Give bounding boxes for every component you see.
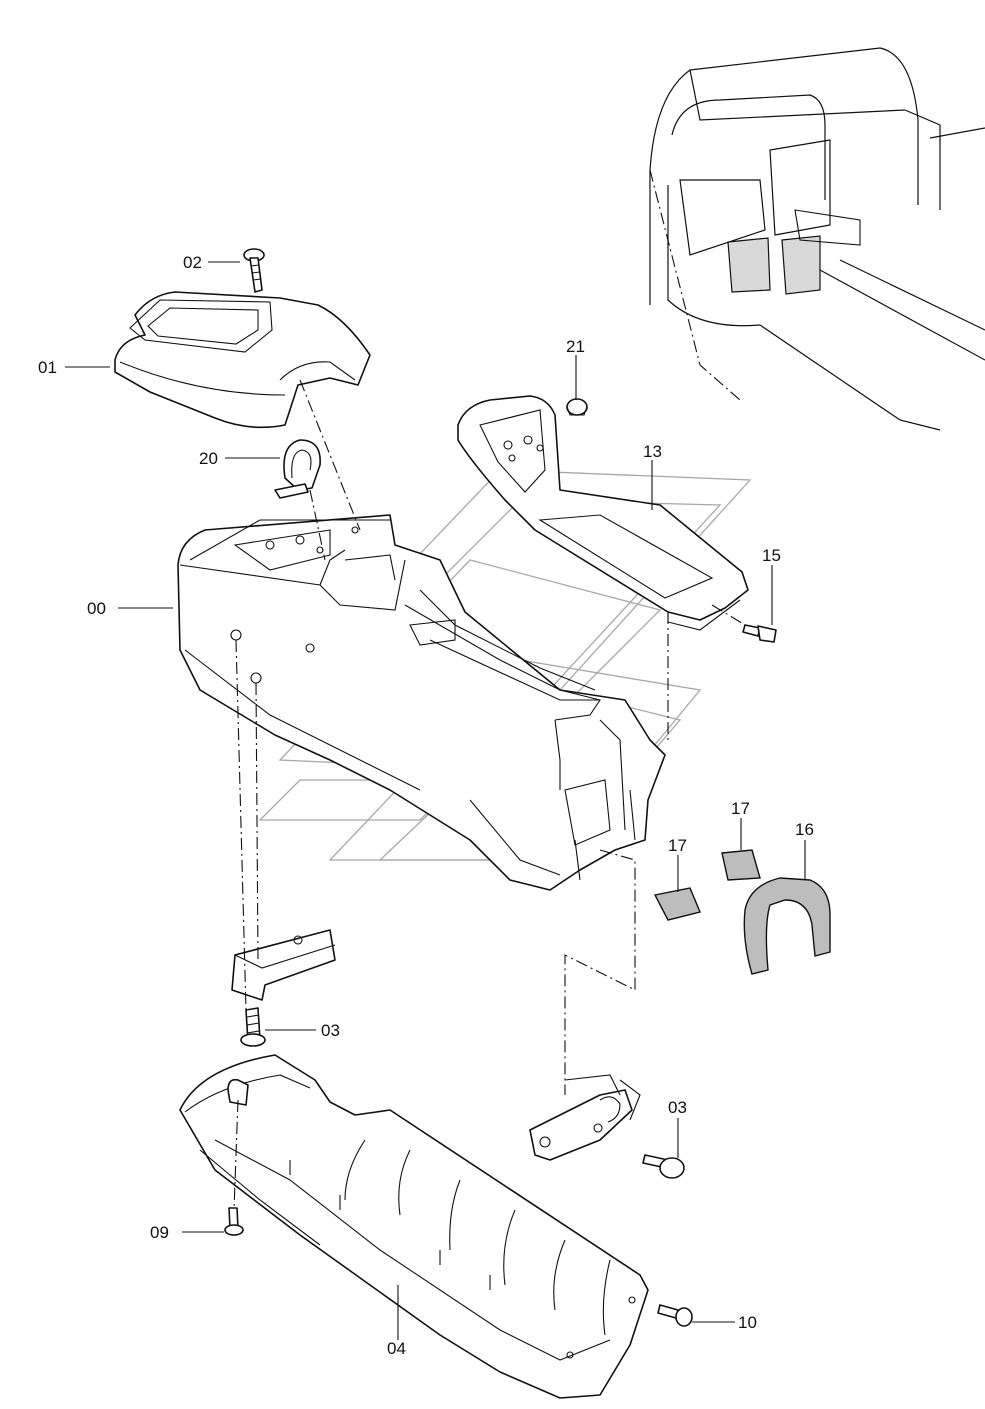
part-02-screw <box>243 248 265 293</box>
part-03-bolt-right <box>642 1154 685 1179</box>
part-17-pad-b <box>721 849 761 881</box>
callout-10: 10 <box>738 1313 757 1332</box>
part-21-cap <box>566 398 588 416</box>
part-17-pad-a <box>653 887 701 921</box>
part-16-seal <box>743 877 831 975</box>
callout-13: 13 <box>643 442 662 461</box>
callout-21: 21 <box>566 337 585 356</box>
callout-01: 01 <box>38 358 57 377</box>
part-20-clamp <box>274 439 321 499</box>
callout-17-b: 17 <box>731 799 750 818</box>
part-13-frame <box>457 395 749 631</box>
cab-inset <box>649 47 985 431</box>
callout-03-right: 03 <box>668 1098 687 1117</box>
part-00-console <box>177 514 666 891</box>
part-09-screw <box>224 1207 244 1236</box>
side-lever-bracket <box>529 1074 641 1161</box>
callout-00: 00 <box>87 599 106 618</box>
mount-bracket <box>231 929 336 1001</box>
callout-15: 15 <box>762 546 781 565</box>
callout-labels: 01 02 00 20 21 13 15 03 09 04 10 03 17 1… <box>38 253 814 1358</box>
callout-02: 02 <box>183 253 202 272</box>
leader-lines <box>65 261 806 1340</box>
part-04-under-cover <box>179 1054 649 1399</box>
callout-16: 16 <box>795 820 814 839</box>
callout-04: 04 <box>387 1339 406 1358</box>
part-10-bolt <box>657 1304 693 1327</box>
callout-17-a: 17 <box>668 836 687 855</box>
part-03-bolt-left <box>240 1007 266 1047</box>
assembly-lines <box>233 379 669 1211</box>
callout-03-left: 03 <box>321 1021 340 1040</box>
callout-09: 09 <box>150 1223 169 1242</box>
part-15-bolt <box>711 604 777 643</box>
part-01-top-cover <box>114 291 371 429</box>
callout-20: 20 <box>199 449 218 468</box>
